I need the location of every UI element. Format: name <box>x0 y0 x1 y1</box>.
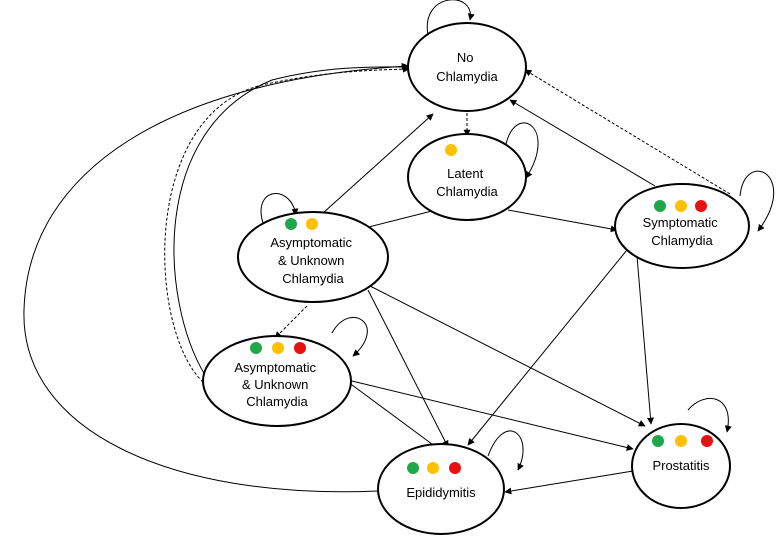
node-prostatitis-label: Prostatitis <box>652 458 710 473</box>
edge-symptomatic-self-loop <box>739 170 775 232</box>
edge-asymptomatic-2-to-prostatitis <box>351 380 634 451</box>
node-latent: Latent Chlamydia <box>407 133 527 221</box>
node-symptomatic-status-dot-red <box>695 200 707 212</box>
svg-text:Prostatitis: Prostatitis <box>652 458 710 473</box>
node-symptomatic-status-dot-green <box>654 200 666 212</box>
node-asymptomatic-1-status-dot-orange <box>306 218 318 230</box>
svg-text:Asymptomatic & Unknown: Asymptomatic & Unknown Chlamydia <box>234 360 319 409</box>
svg-text:No Chlamydia: No Chlamydia <box>436 50 498 84</box>
node-latent-label-line-2: Chlamydia <box>436 184 498 199</box>
edge-asymptomatic-1-to-prostatitis <box>369 285 646 427</box>
edge-symptomatic-to-prostatitis <box>635 243 654 425</box>
edge-symptomatic-to-no-chlamydia <box>509 99 656 187</box>
node-symptomatic-ellipse <box>614 183 750 269</box>
edge-asymptomatic-2-to-no-chlamydia-dashed <box>164 65 410 383</box>
edge-prostatitis-self-loop <box>687 397 732 433</box>
node-symptomatic: Symptomatic Chlamydia <box>614 183 750 269</box>
node-latent-status-dot-orange <box>445 144 457 156</box>
edge-epididymitis-to-no-chlamydia <box>23 62 409 493</box>
edge-asymptomatic-2-self-loop <box>331 316 368 357</box>
node-epididymitis: Epididymitis <box>377 443 505 535</box>
node-asymptomatic-2-status-dot-orange <box>272 342 284 354</box>
node-epididymitis-status-dot-orange <box>427 462 439 474</box>
edge-prostatitis-to-epididymitis <box>504 470 634 495</box>
node-asymptomatic-2-ellipse <box>202 335 352 427</box>
node-latent-label-line-1: Latent <box>447 166 484 181</box>
edge-symptomatic-to-epididymitis <box>467 233 641 446</box>
edges <box>23 0 775 495</box>
node-latent-ellipse <box>407 133 527 221</box>
node-asymptomatic-2: Asymptomatic & Unknown Chlamydia <box>202 335 352 427</box>
edge-latent-to-symptomatic <box>507 209 618 233</box>
svg-text:Latent Chlamydia: Latent Chlamydia <box>436 166 498 199</box>
node-asymptomatic-2-label-line-1: Asymptomatic <box>234 360 316 375</box>
node-no-chlamydia-label-line-2: Chlamydia <box>436 69 498 84</box>
edge-asymptomatic-1-to-epididymitis <box>367 289 449 448</box>
node-epididymitis-status-dot-red <box>449 462 461 474</box>
svg-text:Asymptomatic & Unknown: Asymptomatic & Unknown Chlamydia <box>270 235 355 286</box>
node-asymptomatic-2-label-line-3: Chlamydia <box>246 394 308 409</box>
svg-text:Symptomatic Chlamydia: Symptomatic Chlamydia <box>643 215 722 248</box>
node-no-chlamydia: No Chlamydia <box>407 22 527 112</box>
node-epididymitis-status-dot-green <box>407 462 419 474</box>
edge-epididymitis-self-loop <box>487 430 524 471</box>
node-asymptomatic-1-ellipse <box>237 211 389 303</box>
node-epididymitis-label: Epididymitis <box>406 485 476 500</box>
edge-asymptomatic-2-to-no-chlamydia <box>173 63 411 376</box>
node-no-chlamydia-ellipse <box>407 22 527 112</box>
edge-asymptomatic-1-to-asymptomatic-2 <box>274 305 308 339</box>
node-asymptomatic-1-label-line-1: Asymptomatic <box>270 235 352 250</box>
edge-asymptomatic-1-to-no-chlamydia <box>312 113 434 223</box>
node-prostatitis: Prostatitis <box>631 423 731 509</box>
node-asymptomatic-1-label-line-2: & Unknown <box>278 253 344 268</box>
edge-symptomatic-to-no-chlamydia-dashed <box>524 69 731 195</box>
edge-asymptomatic-2-to-epididymitis <box>347 381 441 451</box>
node-prostatitis-status-dot-orange <box>675 435 687 447</box>
node-asymptomatic-1-status-dot-green <box>285 218 297 230</box>
node-symptomatic-label-line-2: Chlamydia <box>651 233 713 248</box>
node-asymptomatic-1: Asymptomatic & Unknown Chlamydia <box>237 211 389 303</box>
edge-no-chlamydia-self-loop <box>426 0 475 36</box>
node-asymptomatic-2-status-dot-green <box>250 342 262 354</box>
node-symptomatic-label-line-1: Symptomatic <box>643 215 719 230</box>
node-symptomatic-status-dot-orange <box>675 200 687 212</box>
node-asymptomatic-2-label-line-2: & Unknown <box>242 377 308 392</box>
node-prostatitis-status-dot-green <box>652 435 664 447</box>
node-no-chlamydia-label-line-1: No <box>457 50 474 65</box>
edge-asymptomatic-1-self-loop <box>260 193 299 227</box>
edge-latent-self-loop <box>504 122 539 179</box>
node-asymptomatic-1-label-line-3: Chlamydia <box>282 271 344 286</box>
node-prostatitis-status-dot-red <box>701 435 713 447</box>
svg-text:Epididymitis: Epididymitis <box>406 485 476 500</box>
node-asymptomatic-2-status-dot-red <box>294 342 306 354</box>
